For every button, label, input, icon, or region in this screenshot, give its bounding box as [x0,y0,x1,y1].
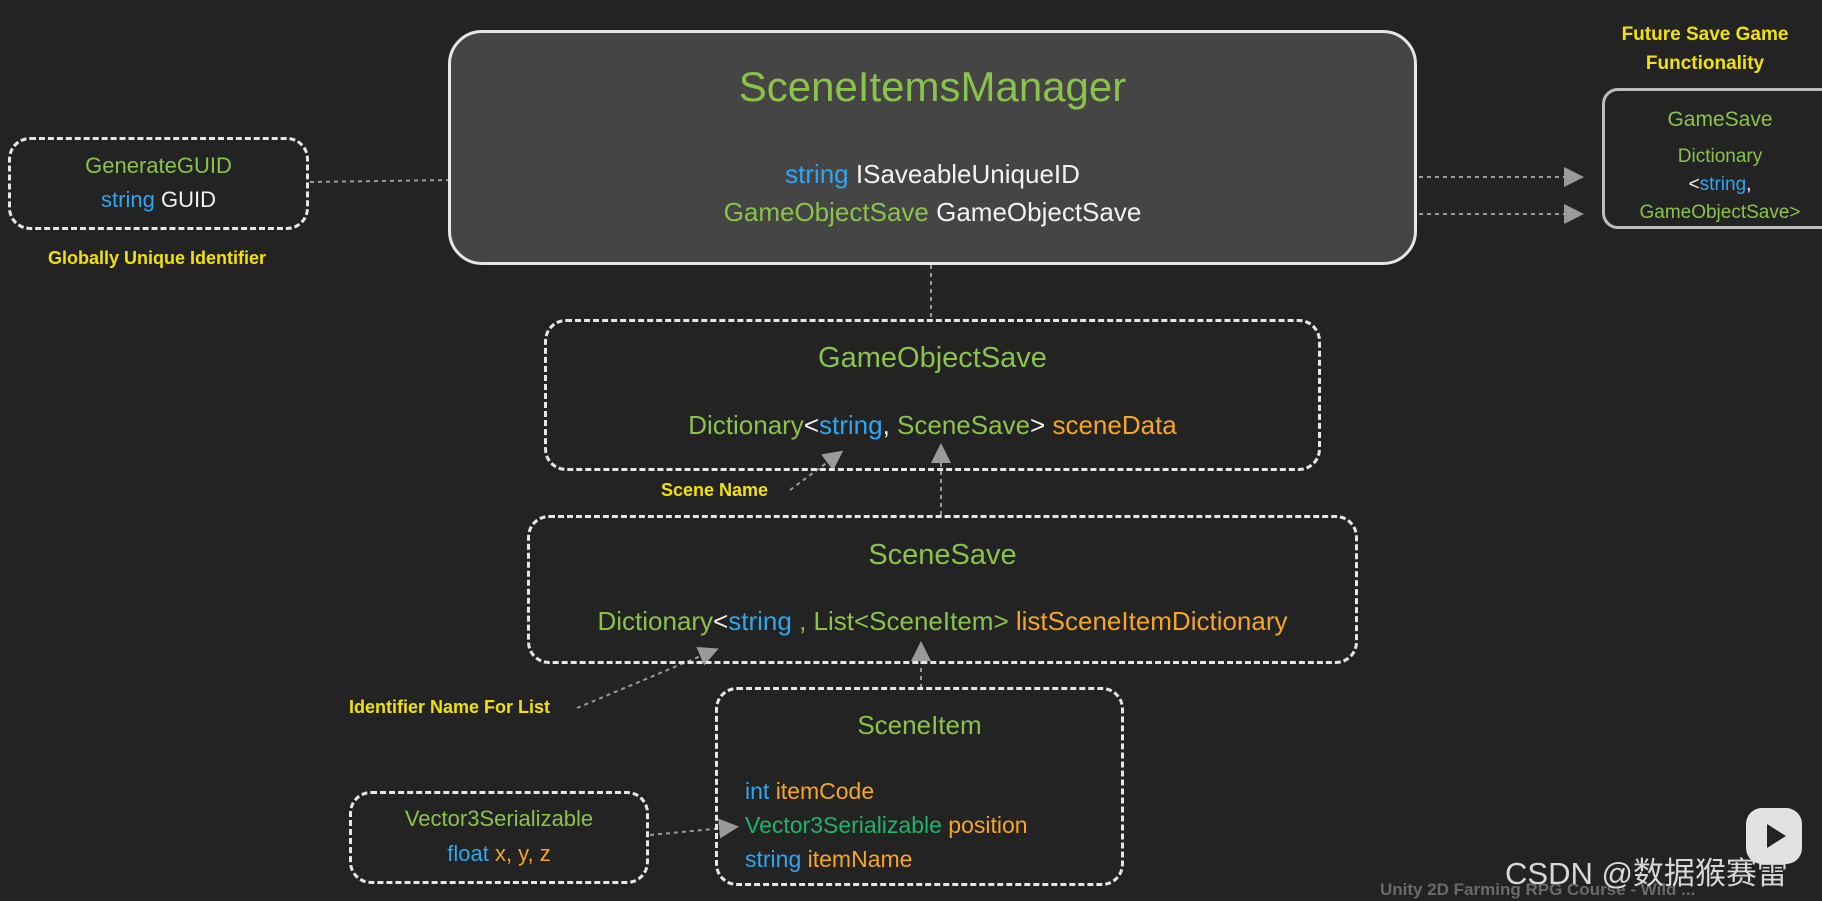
guid-field-line: string GUID [11,187,306,213]
gos-dict: Dictionary [688,410,804,440]
ss-key-type: string [728,606,792,636]
gos-gt: > [1030,410,1046,440]
arrow-scenename-to-key [789,450,844,491]
scene-items-manager-title: SceneItemsManager [738,63,1127,110]
future-save-caption-line2: Functionality [1645,53,1765,74]
video-play-icon [1746,808,1802,864]
game-object-save-field: Dictionary<string, SceneSave> sceneData [547,410,1318,441]
game-save-key-type: string [1699,174,1747,195]
game-save-lt: < [1688,174,1700,195]
gos-field-name: sceneData [1052,410,1177,440]
scene-name-caption: Scene Name [661,480,769,500]
vector3-name: x, y, z [494,841,551,866]
position-type: Vector3Serializable [745,812,942,838]
scene-save-box: SceneSave Dictionary<string , List<Scene… [527,515,1358,664]
arrow-identifier-to-key [576,646,719,709]
scene-items-manager-box: SceneItemsManager string ISaveableUnique… [448,30,1417,265]
vector3-title: Vector3Serializable [404,806,594,831]
ss-field-name: listSceneItemDictionary [1015,606,1288,636]
gos-comma: , [882,410,890,440]
manager-id-type: string [785,159,849,189]
scene-item-box: SceneItem int itemCode Vector3Serializab… [715,687,1124,886]
game-object-save-title: GameObjectSave [818,342,1047,374]
guid-caption: Globally Unique Identifier [48,248,267,268]
ss-lt: < [713,606,729,636]
item-code-type: int [745,778,770,804]
manager-id-name: ISaveableUniqueID [855,159,1080,189]
game-object-save-box: GameObjectSave Dictionary<string, SceneS… [544,319,1321,471]
course-footer: Unity 2D Farming RPG Course - Wild ... [1380,880,1696,899]
game-save-value-line: GameObjectSave> [1639,202,1801,223]
manager-gos-line: GameObjectSave GameObjectSave [451,197,1414,228]
scene-save-title: SceneSave [868,539,1017,571]
scene-save-field: Dictionary<string , List<SceneItem> list… [530,606,1355,637]
future-save-caption: Future Save Game Functionality [1600,20,1810,78]
item-name-name: itemName [807,846,913,872]
gos-key-type: string [819,410,883,440]
csdn-watermark: CSDN @数据猴赛雷 [1505,856,1788,891]
manager-gos-name: GameObjectSave [936,197,1142,227]
generate-guid-title: GenerateGUID [85,153,232,178]
gos-lt: < [803,410,819,440]
scene-item-field-position: Vector3Serializable position [745,812,1121,839]
ss-list-type: , List<SceneItem> [799,606,1009,636]
game-save-key-line: <string, [1605,174,1822,196]
identifier-caption: Identifier Name For List [349,697,551,717]
generate-guid-box: GenerateGUID string GUID [8,137,309,230]
game-save-box: GameSave Dictionary <string, GameObjectS… [1602,88,1822,229]
scene-item-title: SceneItem [857,710,982,740]
manager-gos-type: GameObjectSave [723,197,929,227]
arrow-vector3-to-sceneitem [649,818,739,839]
manager-id-line: string ISaveableUniqueID [451,159,1414,190]
item-name-type: string [745,846,802,872]
play-icon [1767,824,1786,848]
guid-type: string [101,187,155,212]
vector3-field: float x, y, z [352,841,646,867]
gos-value-type: SceneSave [897,410,1031,440]
game-save-comma: , [1746,174,1752,195]
game-save-dict: Dictionary [1677,146,1763,167]
vector3-box: Vector3Serializable float x, y, z [349,791,649,884]
position-name: position [948,812,1028,838]
scene-item-field-name: string itemName [745,846,1121,873]
scene-item-field-code: int itemCode [745,778,1121,805]
item-code-name: itemCode [775,778,875,804]
ss-dict: Dictionary [597,606,714,636]
game-save-title: GameSave [1667,108,1773,131]
guid-name: GUID [160,187,216,212]
future-save-caption-line1: Future Save Game [1621,24,1789,45]
vector3-type: float [447,841,489,866]
